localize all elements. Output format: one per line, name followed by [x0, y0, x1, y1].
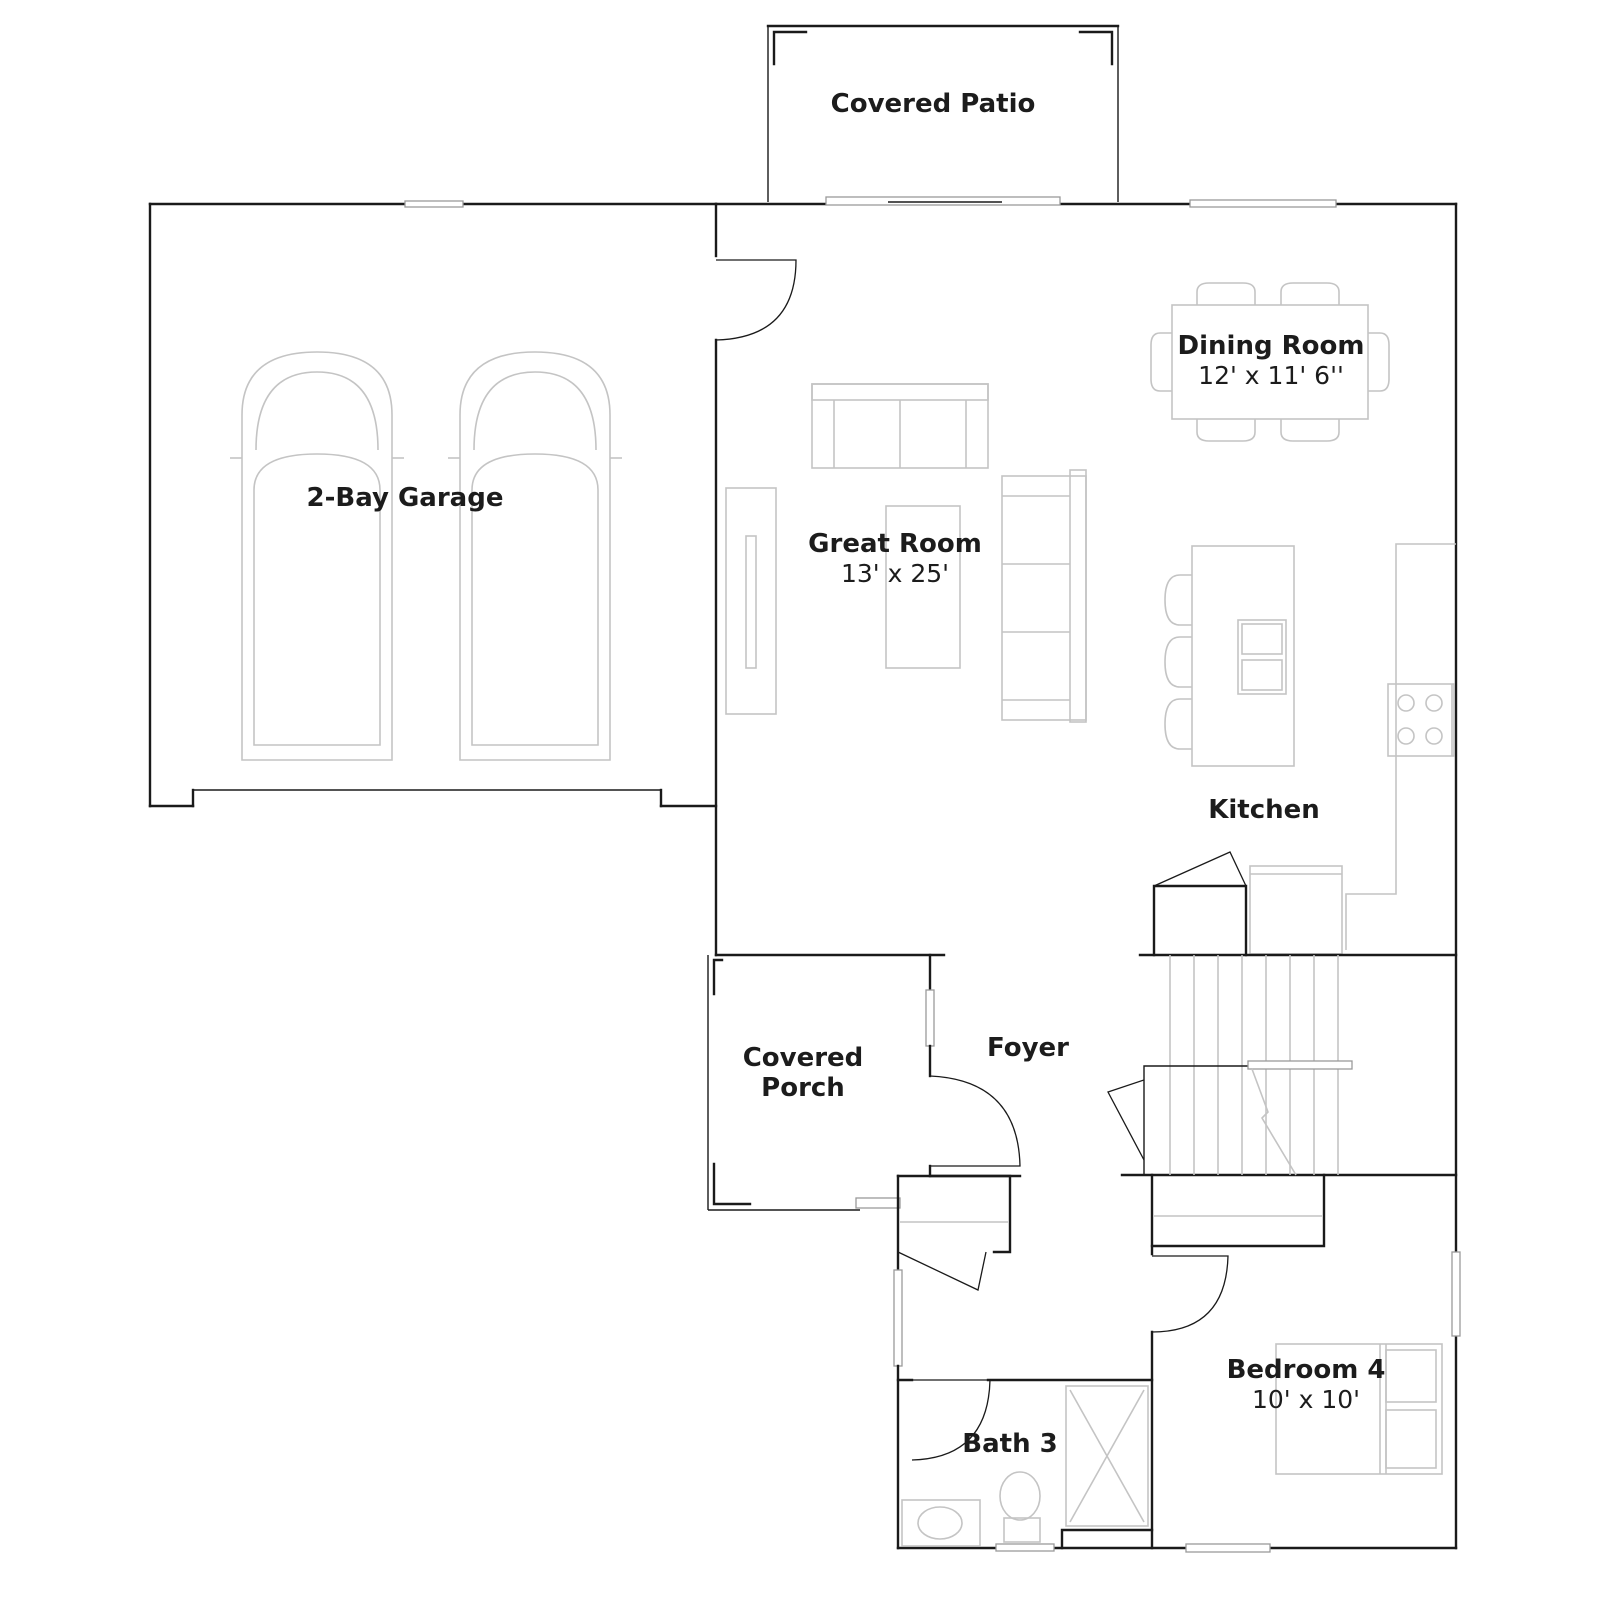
- front-entry-door: [929, 1075, 1021, 1167]
- pantry: [1152, 851, 1343, 957]
- bedroom-window-side: [1451, 1251, 1461, 1337]
- label-kitchen: Kitchen: [1208, 795, 1320, 826]
- garage-car-left: [230, 351, 404, 761]
- patio-slider-door: [825, 196, 1061, 206]
- garage-entry-door: [715, 259, 797, 341]
- kitchen-island: [1164, 545, 1295, 767]
- covered-porch-name-line2: Porch: [761, 1072, 845, 1103]
- label-bedroom-4: Bedroom 4 10' x 10': [1226, 1355, 1386, 1415]
- dining-table-set: [1150, 282, 1390, 442]
- covered-patio-outline: [766, 24, 1120, 202]
- covered-porch-name-line1: Covered: [742, 1043, 864, 1073]
- great-room-furniture: [725, 383, 1087, 723]
- label-dining-room: Dining Room 12' x 11' 6'': [1177, 331, 1365, 391]
- hall-walls: [893, 1173, 1326, 1550]
- bath-fixtures: [901, 1385, 1154, 1552]
- label-covered-patio: Covered Patio: [830, 89, 1036, 120]
- garage-window: [404, 200, 464, 208]
- dining-room-name: Dining Room: [1177, 331, 1365, 361]
- bedroom-door: [1151, 1255, 1229, 1333]
- bedroom-4-name: Bedroom 4: [1226, 1355, 1386, 1385]
- garage-car-right: [448, 351, 622, 761]
- dining-window: [1189, 199, 1337, 208]
- kitchen-name: Kitchen: [1208, 795, 1320, 825]
- foyer-name: Foyer: [987, 1033, 1069, 1063]
- bedroom-4-dimensions: 10' x 10': [1251, 1384, 1361, 1414]
- dining-room-dimensions: 12' x 11' 6'': [1198, 360, 1344, 390]
- bedroom-bed: [1275, 1343, 1443, 1475]
- porch-foyer-wall: [925, 953, 1022, 1178]
- label-bath-3: Bath 3: [962, 1429, 1058, 1460]
- label-covered-porch: Covered Porch: [742, 1043, 864, 1104]
- label-garage: 2-Bay Garage: [306, 483, 504, 514]
- great-room-dimensions: 13' x 25': [840, 558, 950, 588]
- garage-name: 2-Bay Garage: [306, 483, 504, 513]
- kitchen-counter: [1345, 543, 1456, 950]
- house-exterior-walls: [714, 202, 1458, 1550]
- coat-closet: [896, 1174, 1012, 1291]
- covered-patio-name: Covered Patio: [830, 89, 1036, 119]
- covered-porch-outline: [707, 955, 901, 1211]
- bath-door: [911, 1379, 991, 1461]
- stairs: [1107, 953, 1458, 1177]
- bath-3-name: Bath 3: [962, 1429, 1058, 1459]
- label-great-room: Great Room 13' x 25': [808, 529, 982, 589]
- great-room-name: Great Room: [808, 529, 982, 559]
- label-foyer: Foyer: [987, 1033, 1069, 1064]
- bedroom-window-bottom: [1185, 1543, 1271, 1553]
